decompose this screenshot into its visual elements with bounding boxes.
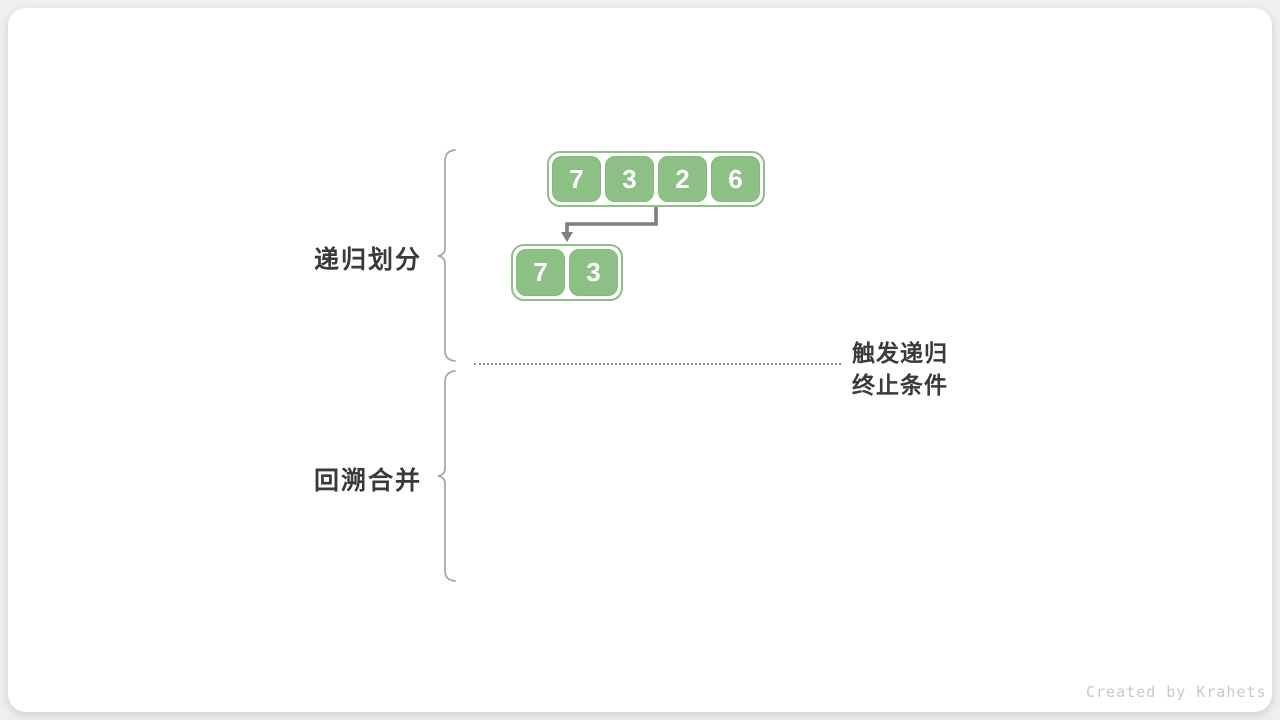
recursion-base-divider-line	[474, 363, 841, 365]
divide-arrow-head	[561, 232, 573, 242]
watermark-credit: Created by Krahets	[1086, 683, 1267, 701]
base-case-annotation-line2: 终止条件	[852, 372, 948, 398]
divide-arrow-line	[565, 207, 658, 234]
curly-brace-lower	[437, 370, 456, 582]
array-cell: 3	[605, 156, 654, 202]
array-cell: 2	[658, 156, 707, 202]
array-cell: 6	[711, 156, 760, 202]
array-cell: 3	[569, 249, 618, 296]
array-cell: 7	[552, 156, 601, 202]
array-cell: 7	[516, 249, 565, 296]
phase-label-backtrack-merge: 回溯合并	[314, 467, 423, 495]
base-case-annotation-line1: 触发递归	[852, 340, 948, 366]
phase-label-recursive-division: 递归划分	[314, 246, 423, 274]
curly-brace-upper	[437, 149, 456, 362]
base-case-annotation: 触发递归 终止条件	[852, 337, 948, 401]
